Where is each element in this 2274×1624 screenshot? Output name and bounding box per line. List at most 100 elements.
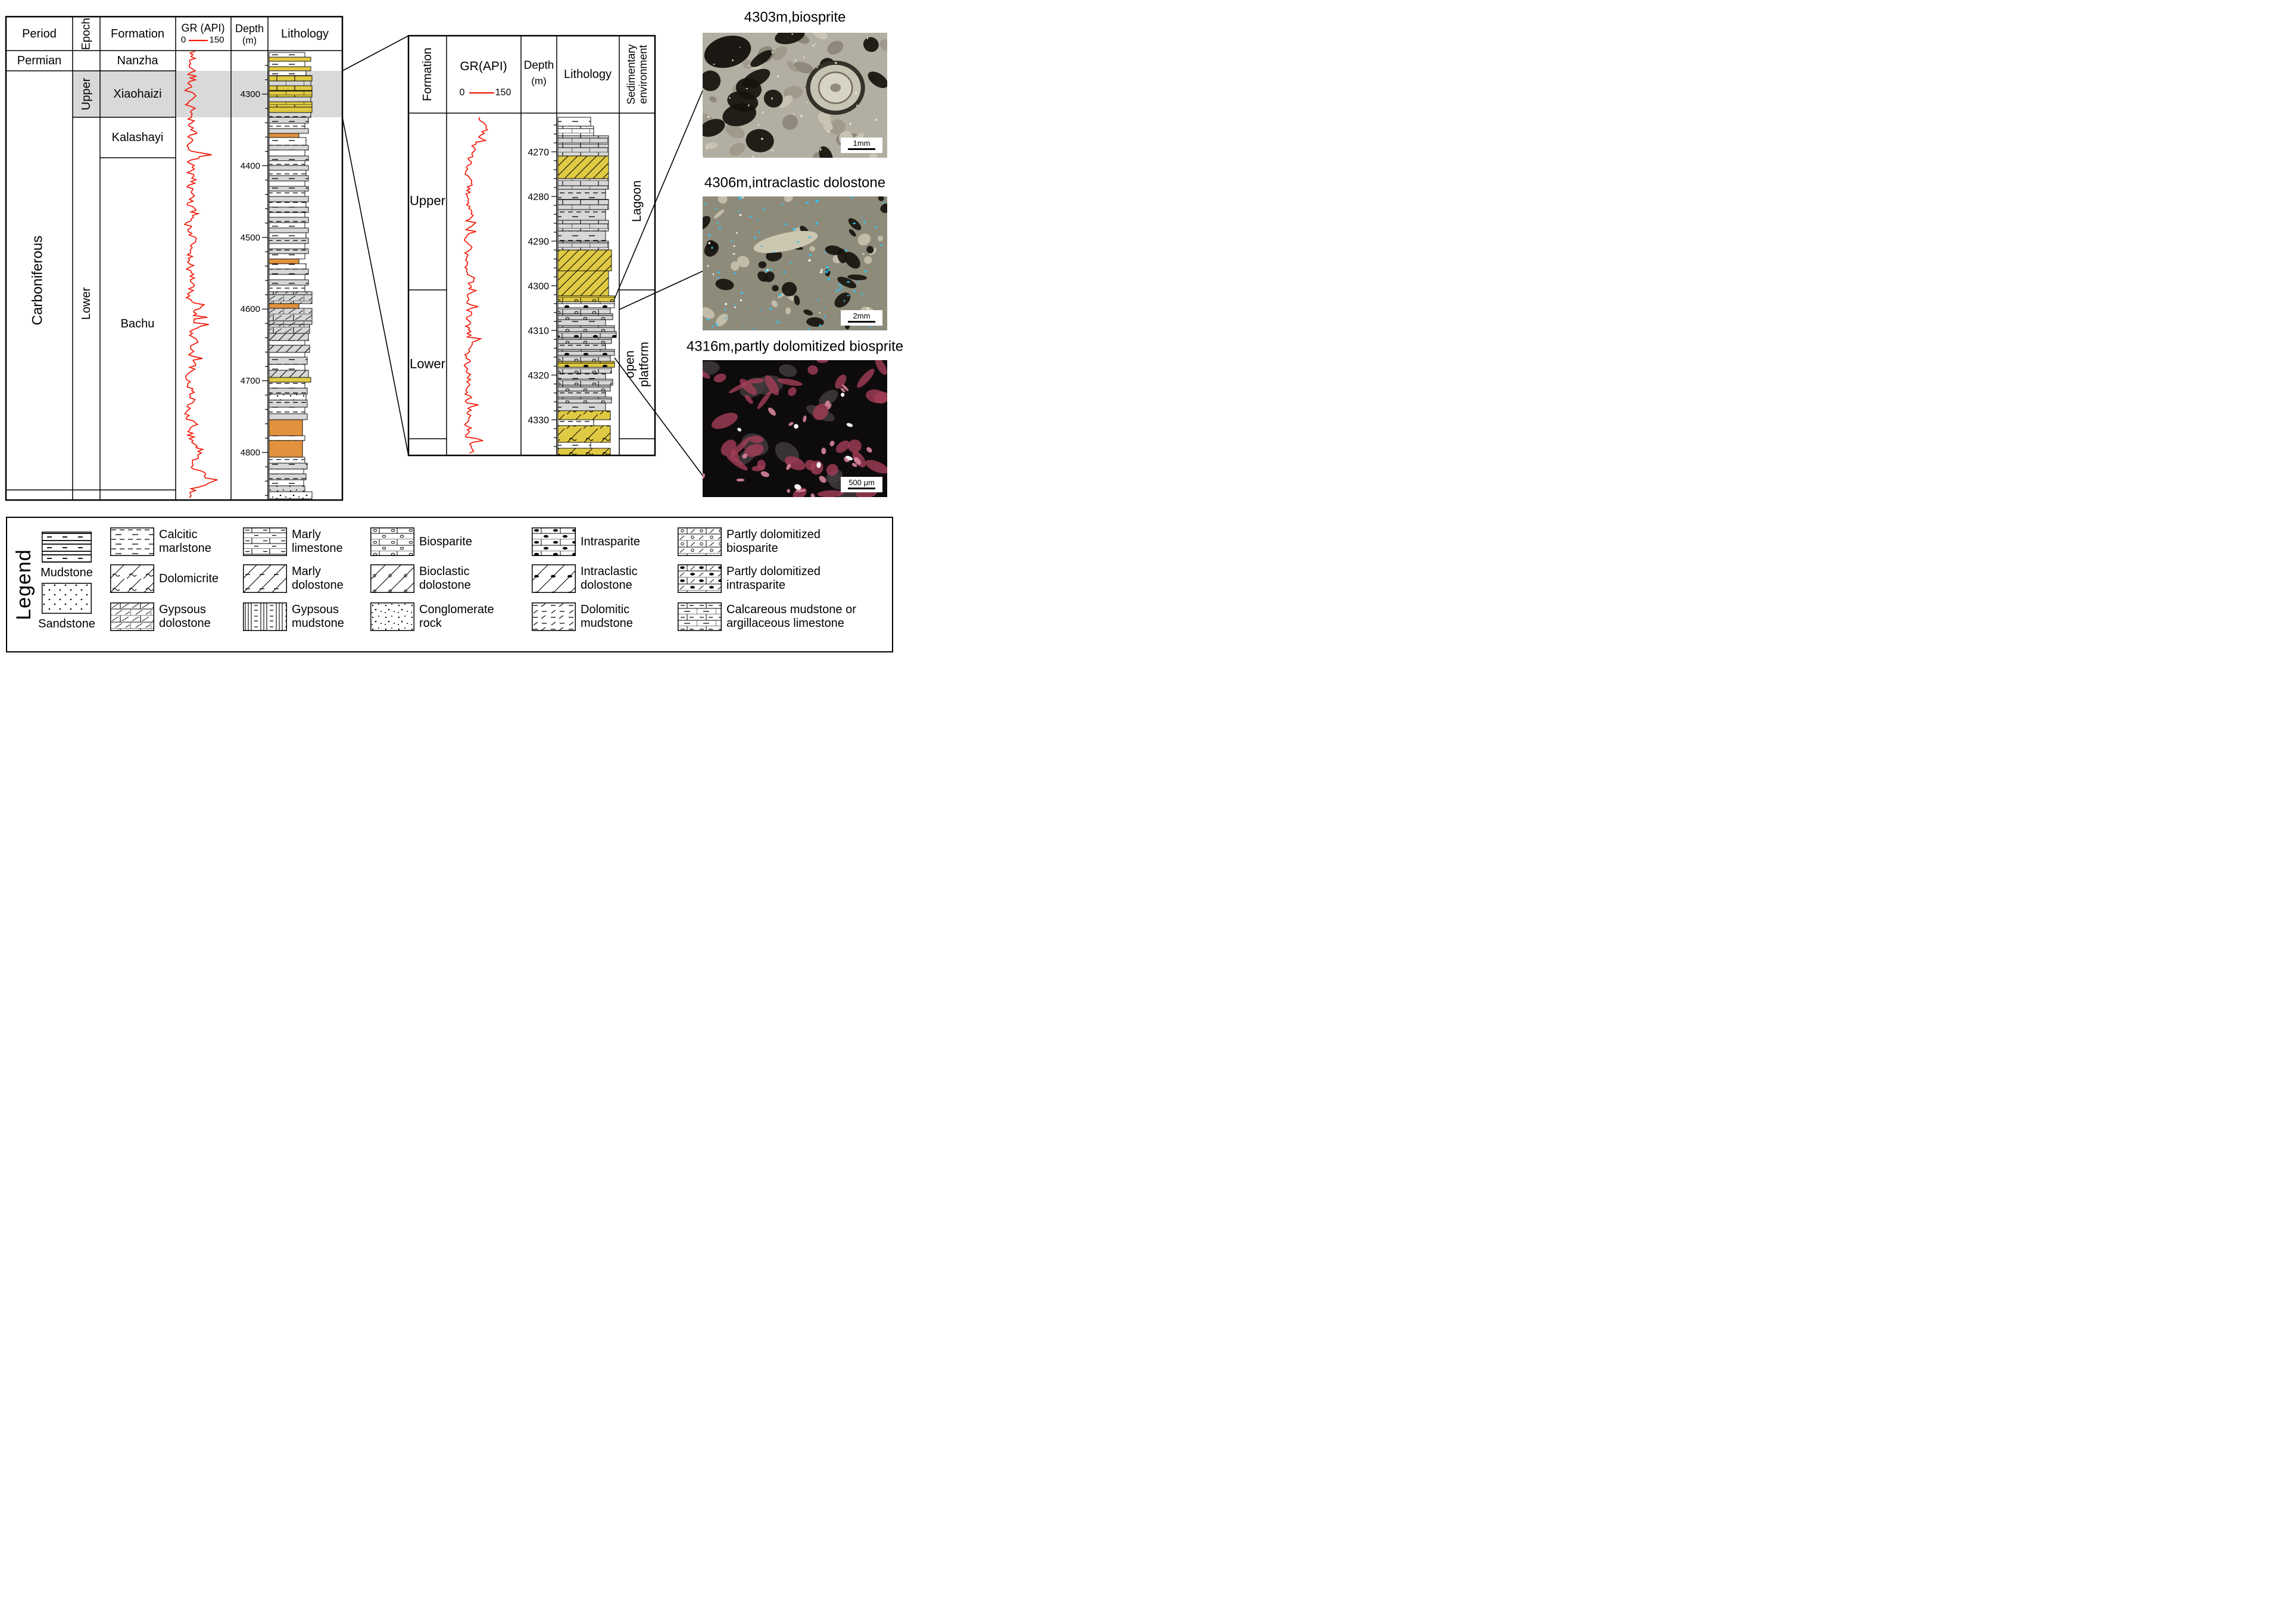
lithology-bed [269, 196, 309, 202]
legend-item: Biosparite [370, 527, 514, 556]
legend-item-label: Marly limestone [292, 528, 343, 555]
depth-header: Depth [235, 22, 264, 35]
legend-item-label: Partly dolomitized biosparite [726, 528, 821, 555]
calcitic-marlstone-swatch [110, 527, 154, 556]
depth-tick-label: 4300 [528, 282, 549, 292]
depth-ticks: 4300 4400 4500 4600 4700 4800 4270 4280 4290 4300… [241, 65, 557, 496]
formation-header: Formation [110, 27, 165, 40]
photo-1-title: 4303m,biosprite [744, 9, 846, 26]
detail-gr-max: 150 [495, 88, 511, 98]
lithology-bed [269, 128, 309, 134]
legend-item-label: Marly dolostone [292, 565, 344, 592]
legend-item-label: Gypsous dolostone [159, 603, 211, 630]
gr-scale-min: 0 [180, 35, 186, 45]
detail-depth-unit: (m) [531, 75, 547, 87]
legend-item: Partly dolomitized biosparite [678, 527, 875, 556]
lithology-bed [269, 96, 311, 102]
depth-tick-label: 4270 [528, 148, 549, 158]
depth-tick-label: 4600 [241, 304, 260, 314]
lithology-header: Lithology [280, 27, 329, 40]
lithology-bed [269, 165, 309, 171]
legend-label: Sandstone [38, 617, 95, 630]
marly-dolostone-swatch [243, 564, 287, 593]
legend-item: Dolomitic mudstone [532, 602, 671, 631]
legend-box [6, 517, 893, 652]
formation-nanzha: Nanzha [117, 54, 158, 67]
legend-item: Calcareous mudstone or argillaceous lime… [678, 602, 875, 631]
depth-tick-label: 4300 [241, 89, 260, 99]
lithology-bed [269, 419, 303, 436]
photo-image-3: 500 μm [703, 360, 887, 497]
gr-scale-lines [189, 39, 494, 94]
depth-tick-label: 4500 [241, 233, 260, 243]
lithology-bed [269, 180, 305, 187]
legend-item: Gypsous mudstone [243, 602, 370, 631]
photo-2-title: 4306m,intraclastic dolostone [704, 174, 886, 191]
legend-item: Marly dolostone [243, 564, 370, 593]
formation-xiaohaizi: Xiaohaizi [113, 87, 162, 101]
legend-item-label: Biosparite [419, 535, 472, 548]
gypsous-mudstone-swatch [243, 602, 287, 631]
legend-item-label: Dolomicrite [159, 571, 219, 585]
formation-bachu: Bachu [120, 317, 155, 330]
biosparite-swatch [370, 527, 414, 556]
environment-header-line1: Sedimentary [625, 44, 637, 105]
gypsous-dolostone-swatch [110, 602, 154, 631]
lithology-column-detail [557, 117, 617, 456]
depth-tick-label: 4700 [241, 376, 260, 386]
environment-lagoon: Lagoon [630, 180, 644, 223]
gr-header-title: GR (API) [181, 21, 225, 34]
lithology-bed [269, 469, 304, 474]
period-permian: Permian [17, 54, 62, 67]
photomicrographs: 1mm 2mm 500 μm [703, 33, 887, 497]
lithology-bed [269, 243, 305, 249]
detail-formation-upper: Upper [410, 193, 445, 208]
environment-open-platform: open platform [623, 342, 651, 387]
detail-gr-min: 0 [459, 88, 465, 98]
partly-dolomitized-intrasparite-swatch [678, 564, 722, 593]
lithology-bed [269, 413, 308, 420]
figure-canvas: 4300 4400 4500 4600 4700 4800 4270 4280 4290 4300… [5, 15, 887, 501]
legend-item: Intrasparite [532, 527, 671, 556]
epoch-header: Epoch [80, 18, 93, 50]
epoch-upper: Upper [79, 77, 93, 111]
dolomicrite-swatch [110, 564, 154, 593]
photo-image-1: 1mm [703, 33, 887, 158]
depth-tick-label: 4800 [241, 448, 260, 458]
lithology-bed [269, 303, 300, 309]
depth-tick-label: 4290 [528, 237, 549, 247]
legend-item-label: Dolomitic mudstone [581, 603, 633, 630]
lithology-bed [269, 352, 305, 358]
depth-tick-label: 4400 [241, 161, 260, 171]
intraclastic-dolostone-swatch [532, 564, 576, 593]
dolomitic-mudstone-swatch [532, 602, 576, 631]
lithology-bed [269, 66, 311, 71]
lithology-bed [269, 107, 313, 113]
legend-item: Marly limestone [243, 527, 370, 556]
grid-lines [5, 15, 656, 501]
lithology-bed [269, 149, 305, 157]
legend-item: Partly dolomitized intrasparite [678, 564, 875, 593]
lithology-bed [269, 133, 300, 138]
depth-tick-label: 4320 [528, 371, 549, 381]
lithology-bed [269, 212, 305, 218]
photo-scale-label: 1mm [853, 139, 871, 148]
legend-item: Dolomicrite [110, 564, 230, 593]
intrasparite-swatch [532, 527, 576, 556]
connector-lines [342, 35, 704, 477]
legend-item-label: Calcitic marlstone [159, 528, 211, 555]
legend-item: Bioclastic dolostone [370, 564, 514, 593]
period-carboniferous: Carboniferous [29, 235, 46, 326]
gr-curve-detail [463, 117, 488, 454]
lithology-bed [269, 57, 311, 62]
depth-tick-label: 4280 [528, 192, 549, 202]
detail-depth-header: Depth [523, 59, 554, 72]
photo-image-2: 2mm [703, 196, 887, 330]
legend-label: Mudstone [40, 566, 93, 579]
lithology-bed [269, 440, 303, 458]
photo-scale-label: 500 μm [849, 478, 875, 487]
legend-item-label: Calcareous mudstone or argillaceous lime… [726, 603, 856, 630]
formation-kalashayi: Kalashayi [111, 130, 164, 144]
lithology-bed [269, 227, 309, 233]
legend-item: Intraclastic dolostone [532, 564, 671, 593]
